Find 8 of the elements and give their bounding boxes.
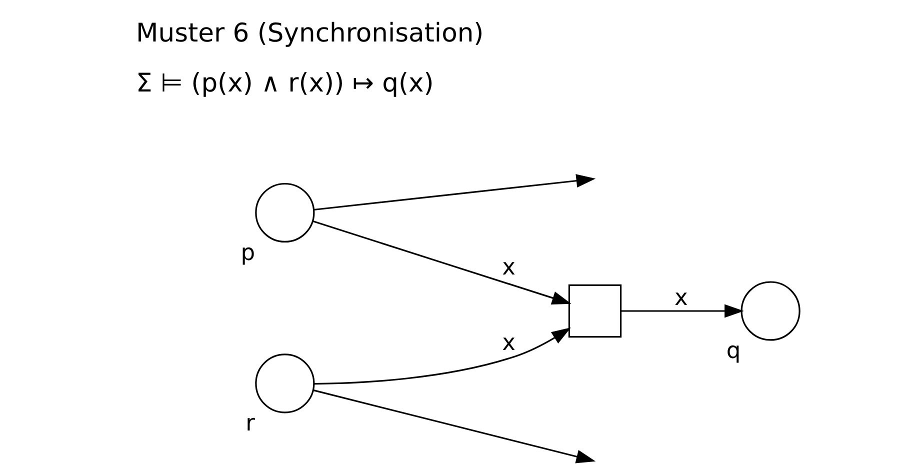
node-label: p (240, 240, 255, 266)
node-label: q (726, 338, 740, 364)
edge-label: x (502, 254, 515, 280)
node-label: r (245, 410, 254, 437)
edge-label: x (674, 284, 688, 311)
edge-label: x (502, 330, 515, 356)
diagram-title: Muster 6 (Synchronisation) (136, 18, 484, 49)
label: Σ ⊨ (p(x) ∧ r(x)) ↦ q(x) (136, 68, 434, 99)
